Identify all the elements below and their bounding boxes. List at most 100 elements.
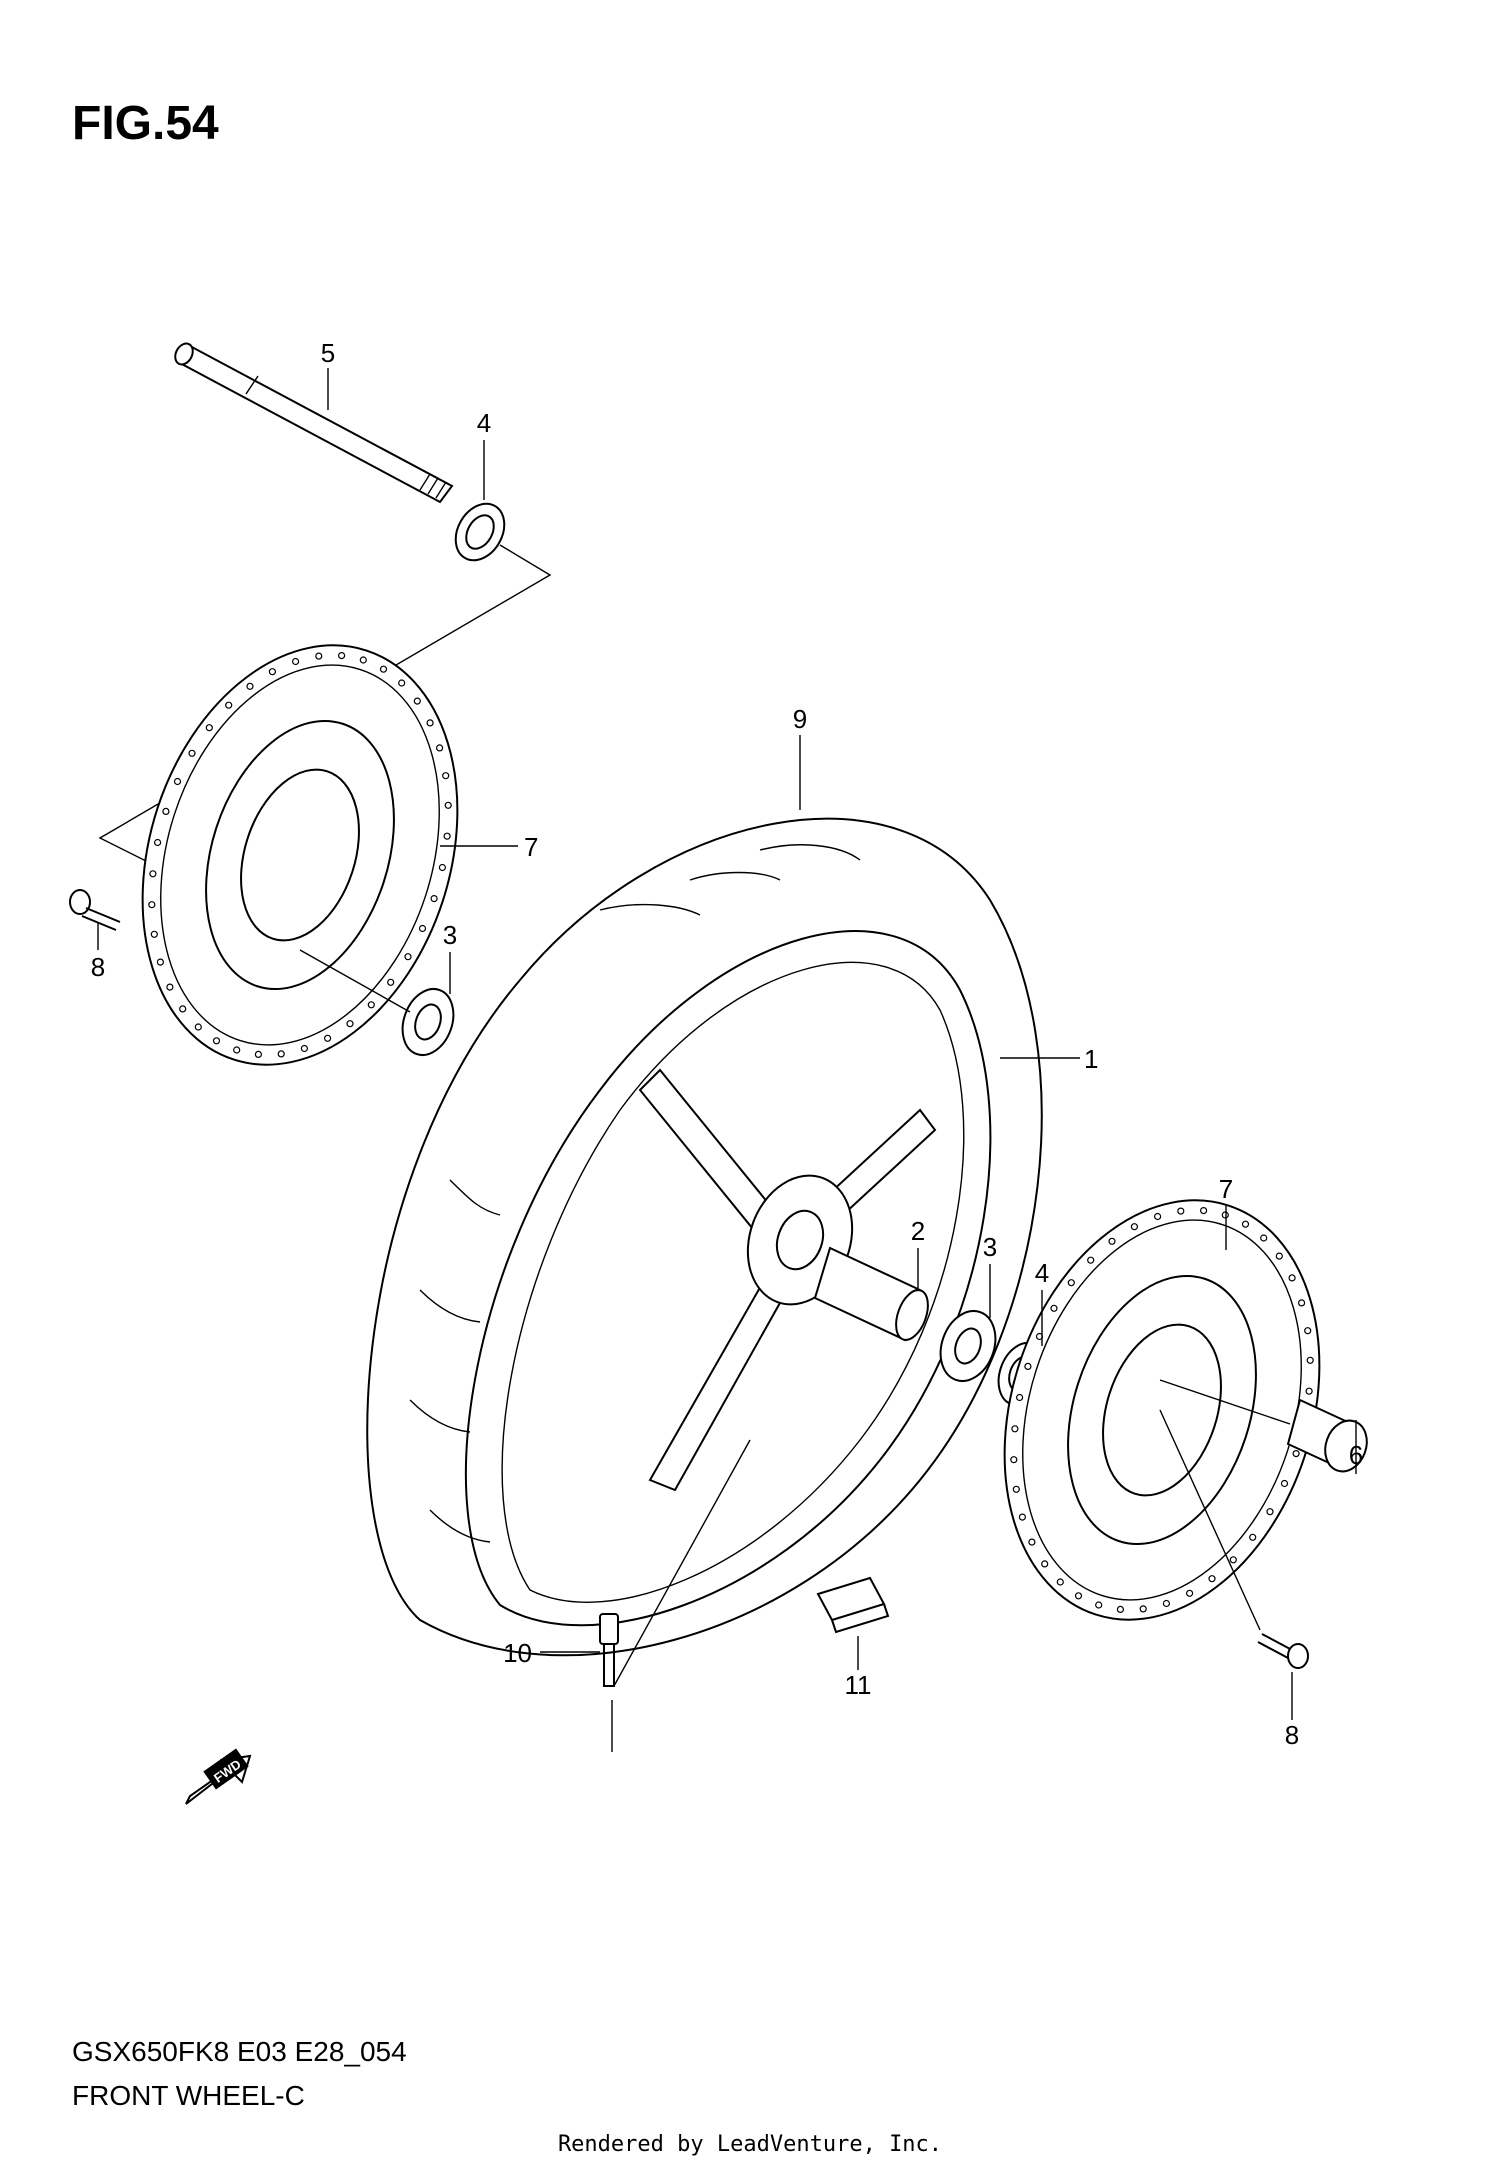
disc-perforation-hole [1050, 1304, 1058, 1312]
disc-perforation-hole [233, 1046, 241, 1054]
disc-perforation-hole [1292, 1449, 1300, 1458]
disc-perforation-hole [1108, 1237, 1116, 1245]
disc-perforation-hole [1018, 1513, 1026, 1521]
disc-perforation-hole [367, 1001, 375, 1009]
callout-3-right: 3 [983, 1232, 997, 1262]
disc-perforation-hole [1028, 1538, 1036, 1546]
disc-perforation-hole [150, 930, 158, 938]
disc-perforation-hole [1304, 1327, 1312, 1335]
disc-perforation-hole [324, 1034, 332, 1042]
disc-perforation-hole [346, 1020, 354, 1028]
disc-perforation-hole [1305, 1387, 1313, 1395]
disc-perforation-hole [162, 807, 170, 816]
disc-perforation-hole [443, 832, 451, 840]
disc-perforation-hole [225, 701, 233, 709]
disc-perforation-hole [166, 983, 174, 991]
callout-7-right: 7 [1219, 1174, 1233, 1204]
disc-perforation-hole [1260, 1234, 1268, 1242]
disc-perforation-hole [1280, 1479, 1289, 1488]
disc-perforation-hole [212, 1037, 221, 1045]
wheel-spacer-part [813, 1246, 929, 1342]
disc-perforation-hole [1056, 1578, 1064, 1586]
disc-perforation-hole [418, 924, 427, 933]
disc-perforation-hole [426, 719, 434, 727]
disc-perforation-hole [1012, 1485, 1020, 1493]
disc-perforation-hole [1241, 1220, 1250, 1228]
disc-perforation-hole [1116, 1605, 1125, 1613]
disc-perforation-hole [1139, 1605, 1147, 1613]
part-name-caption: FRONT WHEEL-C [72, 2080, 305, 2111]
disc-perforation-hole [413, 697, 421, 705]
disc-perforation-hole [398, 679, 406, 687]
disc-perforation-hole [1229, 1556, 1237, 1564]
disc-perforation-hole [1306, 1356, 1314, 1364]
disc-perforation-hole [156, 958, 164, 966]
disc-perforation-hole [188, 749, 196, 757]
disc-perforation-hole [149, 870, 157, 878]
rendered-by-footer: Rendered by LeadVenture, Inc. [557, 2132, 943, 2157]
callout-5: 5 [321, 338, 335, 368]
callout-leaders [97, 368, 1357, 1720]
disc-perforation-hole [1208, 1575, 1216, 1583]
disc-perforation-hole [315, 652, 323, 660]
disc-perforation-hole [337, 652, 346, 660]
left-bearing-part [299, 949, 455, 1056]
disc-perforation-hole [1162, 1599, 1171, 1608]
disc-perforation-hole [291, 657, 300, 666]
disc-perforation-hole [436, 744, 444, 752]
disc-perforation-hole [268, 668, 276, 676]
disc-perforation-hole [246, 682, 254, 690]
disc-perforation-hole [1186, 1589, 1194, 1597]
disc-perforation-hole [173, 777, 182, 786]
left-disc-bolt-part [69, 889, 121, 931]
disc-perforation-hole [194, 1023, 202, 1031]
disc-perforation-hole [1074, 1592, 1083, 1600]
right-brake-disc-part [1003, 1199, 1321, 1621]
disc-perforation-hole [1024, 1362, 1032, 1371]
callout-11: 11 [845, 1670, 872, 1700]
callout-8-left: 8 [91, 952, 105, 982]
callout-2: 2 [911, 1216, 925, 1246]
disc-perforation-hole [1016, 1393, 1024, 1402]
forward-direction-arrow: FWD [185, 1748, 252, 1805]
disc-perforation-hole [1011, 1425, 1019, 1433]
disc-perforation-hole [438, 863, 446, 872]
callout-8-right: 8 [1285, 1720, 1299, 1750]
disc-perforation-hole [442, 772, 450, 780]
disc-perforation-hole [1249, 1533, 1257, 1541]
disc-perforation-hole [359, 656, 367, 664]
right-disc-bolt-part [1159, 1409, 1309, 1669]
disc-perforation-hole [154, 838, 162, 847]
tire-valve-part [599, 1439, 751, 1752]
disc-perforation-hole [205, 724, 213, 732]
callout-1: 1 [1084, 1044, 1098, 1074]
disc-perforation-hole [1095, 1601, 1103, 1609]
disc-perforation-hole [1298, 1299, 1306, 1307]
disc-perforation-hole [1010, 1456, 1018, 1464]
disc-perforation-hole [1130, 1223, 1138, 1231]
callout-3-left: 3 [443, 920, 457, 950]
disc-perforation-hole [387, 978, 395, 986]
disc-perforation-hole [379, 665, 388, 673]
wheel-assembly-part [366, 817, 1043, 1657]
disc-perforation-hole [404, 953, 412, 961]
callout-10: 10 [503, 1638, 532, 1668]
disc-perforation-hole [277, 1050, 285, 1058]
callout-6: 6 [1349, 1440, 1363, 1470]
disc-perforation-hole [254, 1050, 263, 1058]
disc-perforation-hole [1199, 1207, 1208, 1215]
callout-4-upper: 4 [477, 408, 491, 438]
disc-perforation-hole [1266, 1508, 1274, 1516]
disc-perforation-hole [430, 894, 438, 903]
callout-9: 9 [793, 704, 807, 734]
axle-seal-upper-part [454, 502, 506, 562]
disc-perforation-hole [1067, 1279, 1075, 1287]
right-bearing-part [939, 1310, 997, 1382]
callout-7-left: 7 [524, 832, 538, 862]
front-axle-part [174, 342, 454, 504]
figure-title: FIG.54 [72, 97, 219, 150]
disc-perforation-hole [1177, 1207, 1185, 1215]
disc-perforation-hole [1288, 1274, 1296, 1282]
disc-perforation-hole [1275, 1252, 1283, 1260]
